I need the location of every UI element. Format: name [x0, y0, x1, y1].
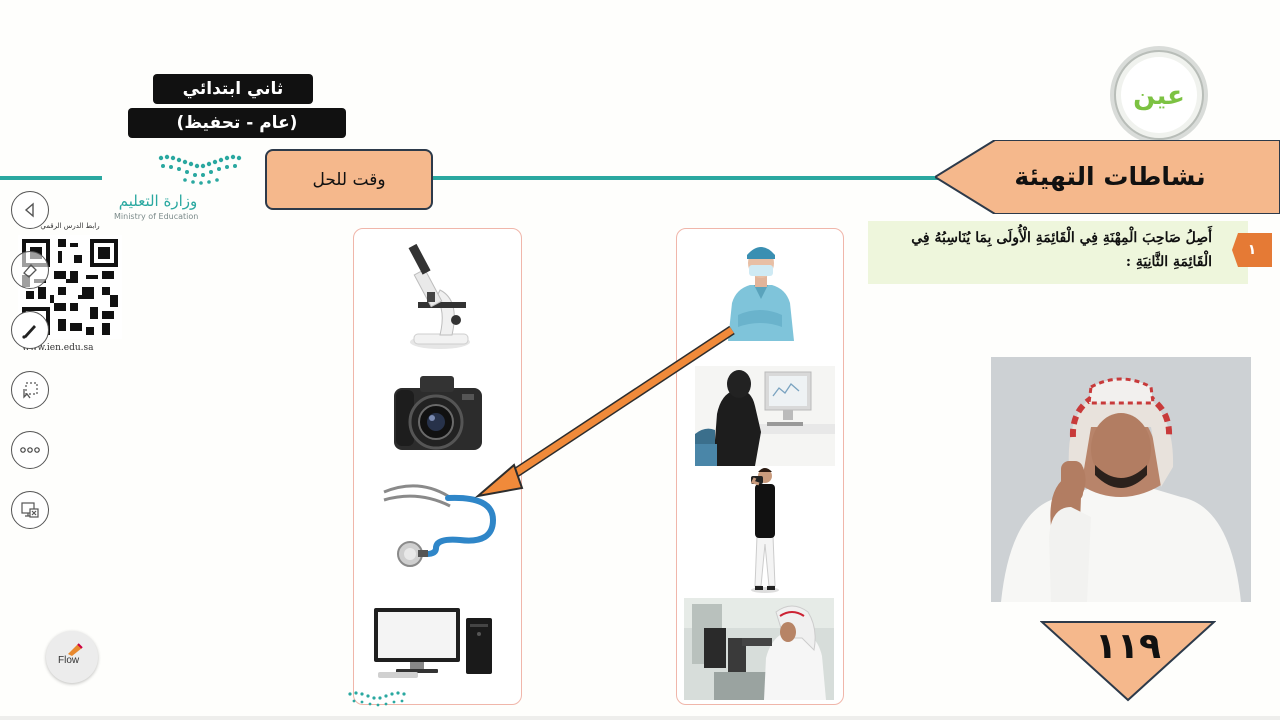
page-number: ١١٩ [1095, 626, 1161, 667]
question-strip [868, 221, 1248, 284]
more-icon [20, 447, 40, 453]
doctor-image[interactable] [724, 237, 798, 341]
ministry-dots-icon [348, 691, 406, 707]
channel-logo-icon: عين [1110, 46, 1208, 144]
programmer-image[interactable] [695, 366, 835, 466]
activity-title-banner [935, 140, 1280, 214]
more-button[interactable] [11, 431, 49, 469]
eraser-icon [23, 264, 37, 278]
channel-logo-text: عين [1133, 81, 1185, 111]
camera-image[interactable] [390, 370, 486, 456]
select-button[interactable] [11, 371, 49, 409]
ministry-name-en: Ministry of Education [114, 212, 199, 221]
back-icon [24, 202, 34, 218]
pen-icon [22, 325, 36, 339]
grade-level-badge: ثاني ابتدائي [153, 74, 313, 104]
flow-button[interactable] [46, 631, 98, 683]
computer-image[interactable] [372, 604, 496, 680]
close-screen-icon [21, 502, 39, 518]
select-icon [23, 382, 38, 399]
stethoscope-image[interactable] [378, 482, 500, 568]
microscope-image[interactable] [400, 240, 475, 352]
solve-time-box: وقت للحل [265, 149, 433, 210]
qr-caption: رابط الدرس الرقمي [40, 222, 100, 230]
flow-label: Flow [58, 655, 80, 666]
scientist-image[interactable] [684, 598, 834, 700]
header-line-left [0, 176, 102, 180]
header-line-center [433, 176, 938, 180]
eraser-button[interactable] [11, 251, 49, 289]
ministry-logo-icon [158, 154, 242, 185]
back-button[interactable] [11, 191, 49, 229]
question-number: ١ [1232, 233, 1272, 267]
ministry-name-ar: وزارة التعليم [118, 192, 198, 210]
page-number-banner [1040, 621, 1216, 702]
activity-title: نشاطات التهيئة [1014, 162, 1206, 191]
photographer-image[interactable] [745, 464, 785, 594]
pen-button[interactable] [11, 311, 49, 349]
qr-url[interactable]: www.ien.edu.sa [22, 343, 94, 353]
sign-language-interpreter-video [991, 357, 1251, 602]
grade-track-badge: (عام - تحفيظ) [128, 108, 346, 138]
question-text: أَصِلُ صَاحِبَ الْمِهْنَةِ فِي الْقَائِم… [911, 230, 1212, 270]
close-screen-button[interactable] [11, 491, 49, 529]
flow-pen-icon [68, 643, 83, 656]
bottom-edge [0, 716, 1280, 720]
interpreter-icon [991, 357, 1251, 602]
match-arrow [474, 325, 735, 498]
